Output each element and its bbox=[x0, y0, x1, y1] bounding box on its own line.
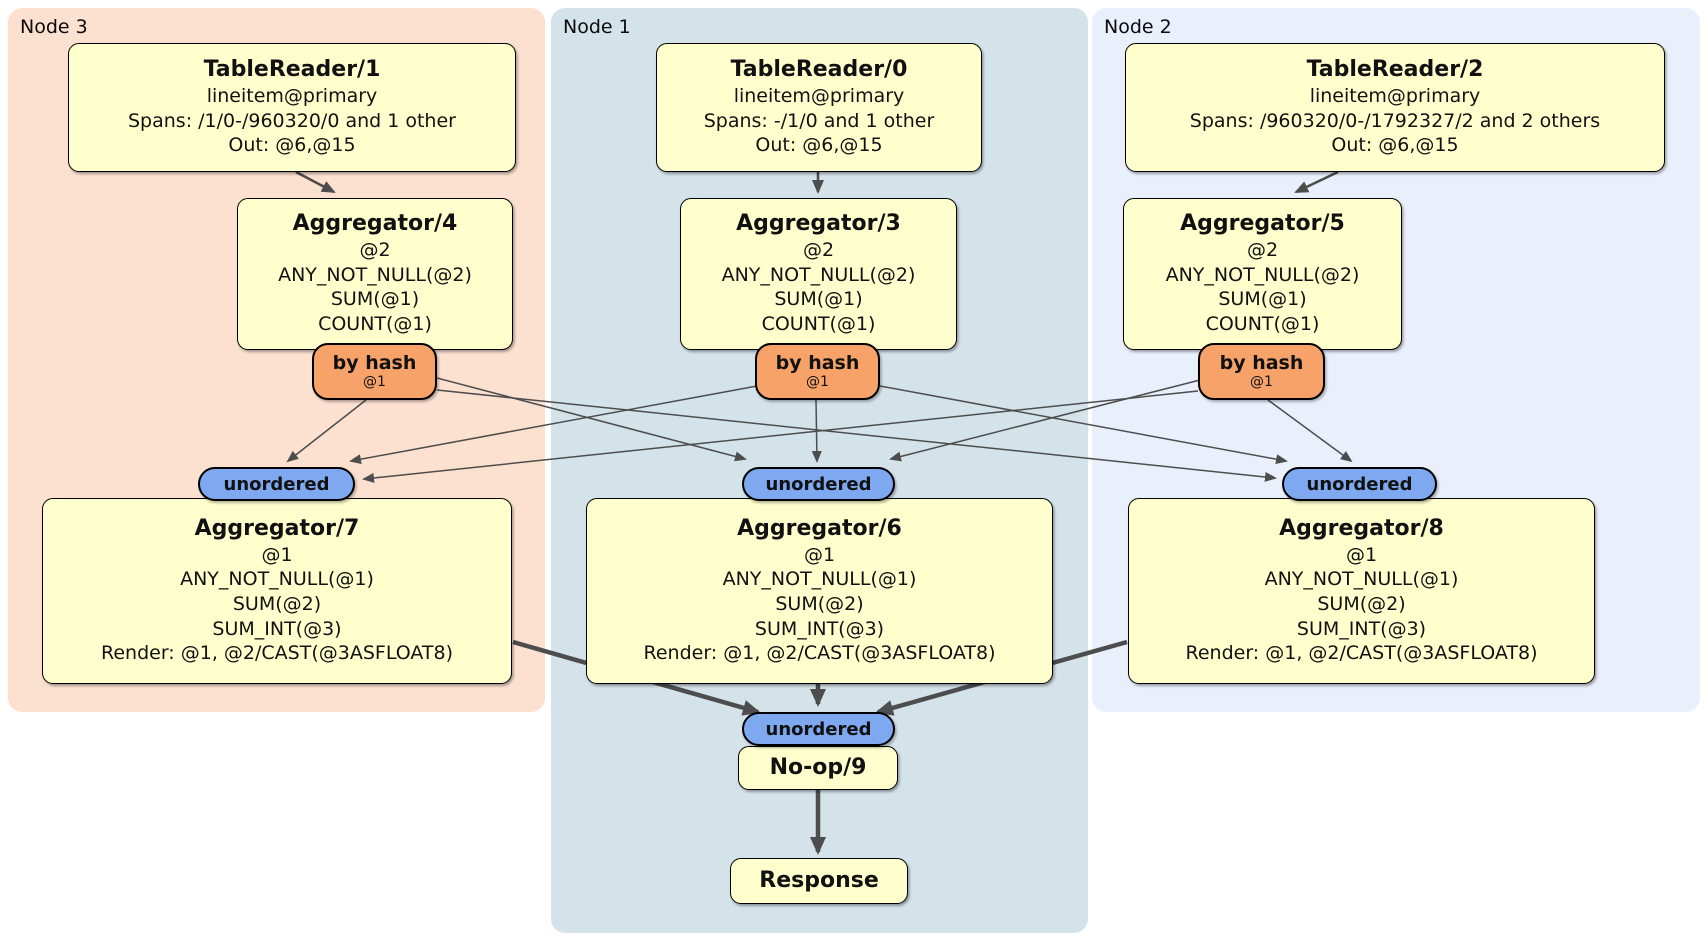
processor-detail: @1 bbox=[1345, 543, 1378, 566]
processor-aggregator-5: Aggregator/5 @2 ANY_NOT_NULL(@2) SUM(@1)… bbox=[1123, 198, 1402, 350]
router-detail: @1 bbox=[1250, 374, 1273, 391]
processor-detail: ANY_NOT_NULL(@1) bbox=[180, 568, 374, 591]
processor-aggregator-6: Aggregator/6 @1 ANY_NOT_NULL(@1) SUM(@2)… bbox=[586, 498, 1053, 684]
node1-panel-label: Node 1 bbox=[563, 16, 631, 38]
processor-detail: @2 bbox=[1246, 239, 1279, 262]
processor-title: Aggregator/6 bbox=[737, 515, 902, 541]
processor-detail: Render: @1, @2/CAST(@3ASFLOAT8) bbox=[1185, 642, 1538, 665]
processor-title: Aggregator/8 bbox=[1279, 515, 1444, 541]
processor-tablereader-1: TableReader/1 lineitem@primary Spans: /1… bbox=[68, 43, 516, 172]
processor-detail: ANY_NOT_NULL(@2) bbox=[1165, 263, 1360, 286]
processor-title: No-op/9 bbox=[769, 754, 867, 780]
processor-title: Response bbox=[759, 867, 879, 893]
processor-tablereader-2: TableReader/2 lineitem@primary Spans: /9… bbox=[1125, 43, 1665, 172]
processor-detail: SUM(@1) bbox=[330, 288, 420, 311]
sync-unordered-final: unordered bbox=[742, 712, 895, 746]
processor-detail: Out: @6,@15 bbox=[228, 134, 356, 157]
processor-detail: SUM(@1) bbox=[774, 288, 863, 311]
processor-aggregator-3: Aggregator/3 @2 ANY_NOT_NULL(@2) SUM(@1)… bbox=[680, 198, 957, 350]
processor-detail: @1 bbox=[261, 543, 293, 566]
router-label: by hash bbox=[775, 351, 860, 374]
processor-aggregator-7: Aggregator/7 @1 ANY_NOT_NULL(@1) SUM(@2)… bbox=[42, 498, 512, 684]
processor-title: TableReader/0 bbox=[730, 57, 908, 83]
sync-unordered-mid: unordered bbox=[742, 467, 895, 501]
router-byhash-5: by hash @1 bbox=[1198, 343, 1325, 400]
sync-label: unordered bbox=[223, 473, 330, 495]
processor-detail: Out: @6,@15 bbox=[755, 134, 883, 157]
router-label: by hash bbox=[1219, 351, 1304, 374]
sync-unordered-left: unordered bbox=[198, 467, 355, 501]
processor-title: TableReader/1 bbox=[203, 57, 381, 83]
processor-title: TableReader/2 bbox=[1306, 57, 1484, 83]
processor-detail: SUM_INT(@3) bbox=[754, 617, 885, 640]
processor-detail: SUM_INT(@3) bbox=[1296, 617, 1427, 640]
router-detail: @1 bbox=[363, 374, 386, 391]
router-detail: @1 bbox=[806, 374, 829, 391]
processor-aggregator-8: Aggregator/8 @1 ANY_NOT_NULL(@1) SUM(@2)… bbox=[1128, 498, 1595, 684]
processor-detail: SUM(@2) bbox=[775, 593, 864, 616]
processor-detail: @2 bbox=[802, 239, 835, 262]
processor-detail: Out: @6,@15 bbox=[1331, 134, 1459, 157]
processor-detail: Spans: -/1/0 and 1 other bbox=[703, 109, 935, 132]
sync-label: unordered bbox=[1306, 473, 1413, 495]
processor-detail: COUNT(@1) bbox=[761, 313, 876, 336]
processor-noop-9: No-op/9 bbox=[738, 746, 898, 790]
processor-detail: Render: @1, @2/CAST(@3ASFLOAT8) bbox=[643, 642, 996, 665]
processor-title: Aggregator/3 bbox=[736, 211, 901, 237]
processor-detail: @1 bbox=[803, 543, 836, 566]
processor-detail: ANY_NOT_NULL(@1) bbox=[722, 568, 917, 591]
processor-detail: lineitem@primary bbox=[206, 84, 378, 107]
processor-detail: lineitem@primary bbox=[733, 84, 905, 107]
processor-tablereader-0: TableReader/0 lineitem@primary Spans: -/… bbox=[656, 43, 982, 172]
processor-detail: SUM(@2) bbox=[1317, 593, 1406, 616]
router-label: by hash bbox=[332, 351, 417, 374]
processor-detail: @2 bbox=[359, 239, 391, 262]
processor-title: Aggregator/7 bbox=[194, 515, 360, 541]
processor-detail: SUM(@1) bbox=[1218, 288, 1307, 311]
processor-response: Response bbox=[730, 858, 908, 904]
processor-detail: Render: @1, @2/CAST(@3ASFLOAT8) bbox=[101, 642, 453, 665]
sync-unordered-right: unordered bbox=[1282, 467, 1437, 501]
processor-title: Aggregator/5 bbox=[1180, 211, 1345, 237]
processor-detail: SUM_INT(@3) bbox=[212, 617, 342, 640]
processor-detail: Spans: /1/0-/960320/0 and 1 other bbox=[128, 109, 456, 132]
router-byhash-3: by hash @1 bbox=[755, 343, 880, 400]
router-byhash-4: by hash @1 bbox=[312, 343, 437, 400]
processor-detail: lineitem@primary bbox=[1309, 84, 1481, 107]
processor-detail: COUNT(@1) bbox=[1205, 313, 1320, 336]
processor-detail: ANY_NOT_NULL(@1) bbox=[1264, 568, 1459, 591]
processor-title: Aggregator/4 bbox=[292, 211, 458, 237]
processor-detail: SUM(@2) bbox=[232, 593, 322, 616]
processor-detail: ANY_NOT_NULL(@2) bbox=[721, 263, 916, 286]
sync-label: unordered bbox=[765, 718, 872, 740]
node3-panel-label: Node 3 bbox=[20, 16, 88, 38]
processor-detail: COUNT(@1) bbox=[318, 313, 432, 336]
sync-label: unordered bbox=[765, 473, 872, 495]
processor-aggregator-4: Aggregator/4 @2 ANY_NOT_NULL(@2) SUM(@1)… bbox=[237, 198, 513, 350]
processor-detail: Spans: /960320/0-/1792327/2 and 2 others bbox=[1189, 109, 1601, 132]
node2-panel-label: Node 2 bbox=[1104, 16, 1172, 38]
processor-detail: ANY_NOT_NULL(@2) bbox=[278, 263, 472, 286]
